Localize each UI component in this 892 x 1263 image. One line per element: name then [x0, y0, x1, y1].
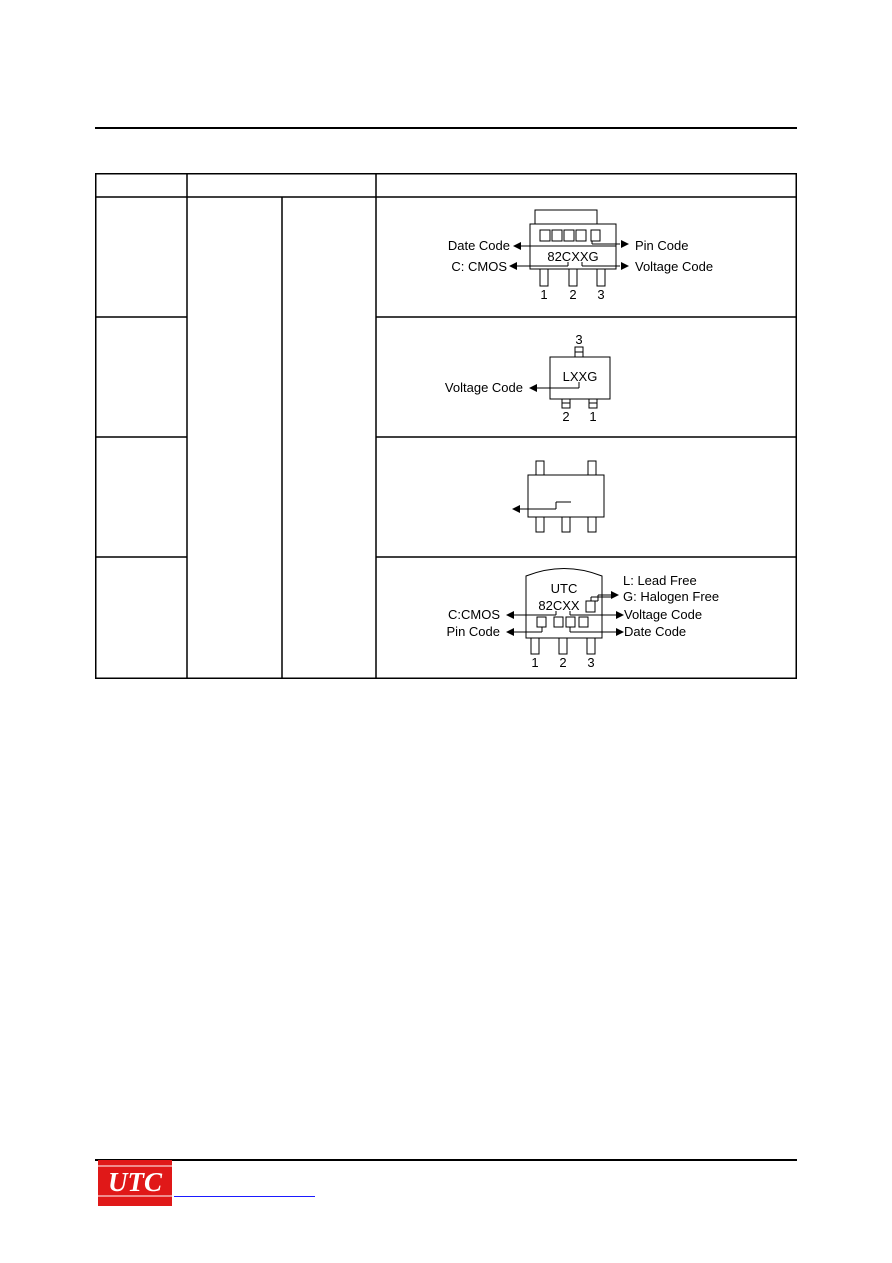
sot89-pin-code-label: Pin Code — [635, 238, 688, 253]
to92-pin-label-2: 2 — [559, 655, 566, 670]
sot23-pin-label-1: 1 — [589, 409, 596, 424]
sot89-cmos-label: C: CMOS — [451, 259, 507, 274]
utc-logo-text: UTC — [108, 1167, 163, 1197]
sot23-marking-diagram: 3 LXXG Voltage Code 2 1 — [376, 318, 796, 438]
to92-voltage-code-label: Voltage Code — [624, 607, 702, 622]
sot89-marking-text: 82CXXG — [547, 249, 598, 264]
to92-pin-code-label: Pin Code — [447, 624, 500, 639]
sot23-pin-label-2: 2 — [562, 409, 569, 424]
utc-logo: UTC — [98, 1160, 172, 1206]
sot89-pin-label-2: 2 — [569, 287, 576, 302]
to92-halogen-free-label: G: Halogen Free — [623, 589, 719, 604]
sot89-pin-label-3: 3 — [597, 287, 604, 302]
to92-marking-text: 82CXX — [538, 598, 580, 613]
sot89-voltage-code-label: Voltage Code — [635, 259, 713, 274]
sot25-marking-diagram — [376, 438, 796, 558]
sot23-voltage-code-label: Voltage Code — [445, 380, 523, 395]
to92-cmos-label: C:CMOS — [448, 607, 500, 622]
footer-website-link[interactable] — [174, 1196, 315, 1197]
header-rule — [95, 127, 797, 129]
to92-pin-label-3: 3 — [587, 655, 594, 670]
marking-table — [95, 173, 797, 679]
sot89-pin-label-1: 1 — [540, 287, 547, 302]
sot89-marking-diagram: Date Code Pin Code 82CXXG C: CMOS Voltag… — [376, 198, 796, 318]
to92-lead-free-label: L: Lead Free — [623, 573, 697, 588]
to92-date-code-label: Date Code — [624, 624, 686, 639]
to92-marking-diagram: UTC 82CXX L: Lead Free G: Halogen Free C… — [376, 558, 796, 678]
sot23-pin-label-3: 3 — [575, 332, 582, 347]
sot23-marking-text: LXXG — [563, 369, 598, 384]
sot89-date-code-label: Date Code — [448, 238, 510, 253]
footer-rule — [95, 1159, 797, 1161]
to92-brand-text: UTC — [551, 581, 578, 596]
to92-pin-label-1: 1 — [531, 655, 538, 670]
